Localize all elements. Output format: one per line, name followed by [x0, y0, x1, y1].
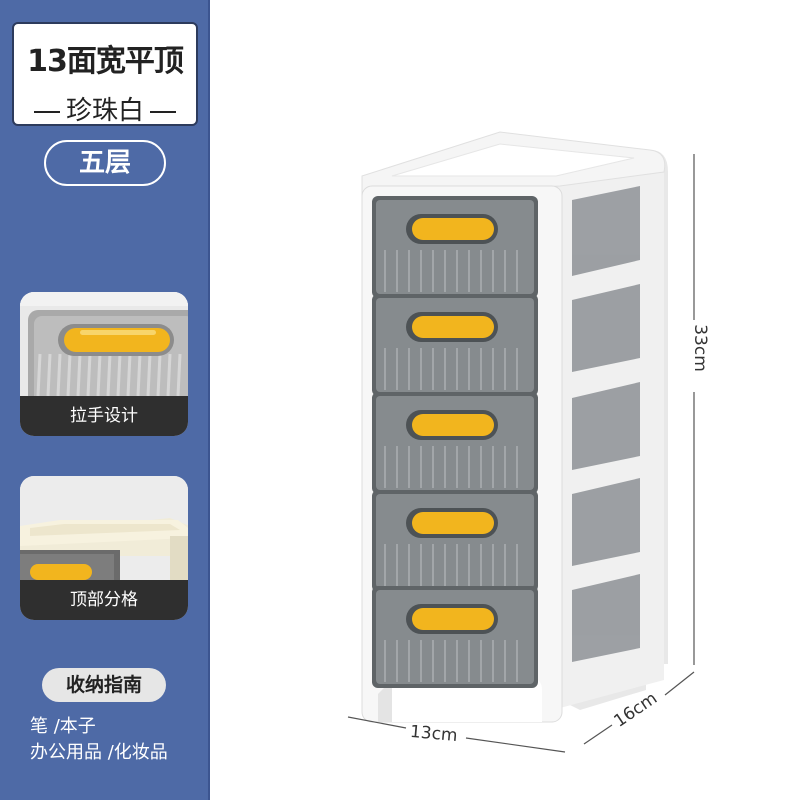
drawer-3: [372, 392, 538, 494]
drawer-cabinet-image: [347, 131, 695, 753]
width-dim-line-left: [347, 716, 407, 729]
color-name: 珍珠白: [65, 96, 144, 126]
storage-guide-heading: 收纳指南: [42, 668, 166, 702]
width-dimension-label: 13cm: [409, 721, 459, 747]
height-dimension-label: 33cm: [689, 324, 710, 372]
product-title: 13面宽平顶: [27, 44, 184, 79]
drawer-4: [372, 490, 538, 592]
sidebar-edge: [208, 0, 210, 800]
layer-count-badge: 五层: [44, 140, 166, 186]
drawer-1: [372, 196, 538, 298]
guide-line-2: 办公用品 /化妆品: [30, 742, 168, 763]
right-dash: [150, 110, 176, 113]
title-box: 13面宽平顶 珍珠白: [12, 22, 198, 126]
drawer-5: [372, 586, 538, 688]
handle-closeup-image: [20, 292, 188, 410]
feature-card-handle: 拉手设计: [20, 292, 188, 436]
depth-dim-line-right: [664, 671, 695, 696]
guide-line-1: 笔 /本子: [30, 716, 96, 737]
drawer-2: [372, 294, 538, 396]
width-dim-line-right: [465, 737, 566, 753]
feature-card-top: 顶部分格: [20, 476, 188, 620]
left-dash: [33, 110, 60, 113]
depth-dim-line-left: [583, 724, 613, 745]
feature-label-handle: 拉手设计: [20, 396, 188, 436]
top-closeup-image: [20, 476, 188, 580]
feature-label-top: 顶部分格: [20, 580, 188, 620]
color-name-row: 珍珠白: [14, 90, 196, 127]
